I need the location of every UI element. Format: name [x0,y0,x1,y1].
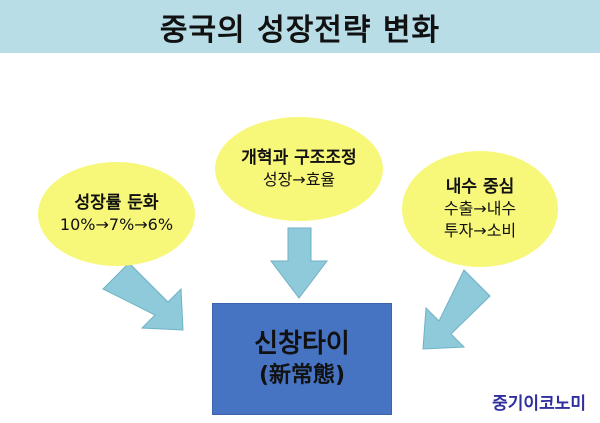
title-banner: 중국의 성장전략 변화 [0,0,600,53]
ellipse-reform: 개혁과 구조조정 성장→효율 [215,117,383,221]
new-normal-hanja: (新常態) [258,363,346,388]
domestic-detail-1: 수출→내수 [443,199,517,218]
page-title: 중국의 성장전략 변화 [159,12,441,48]
growth-heading: 성장률 둔화 [74,193,159,213]
ellipse-domestic-demand: 내수 중심 수출→내수 투자→소비 [402,151,558,267]
reform-detail: 성장→효율 [262,170,336,189]
arrow-right [422,269,491,350]
new-normal-box: 신창타이 (新常態) [212,303,392,415]
brand-logo-text: 중기이코노미 [492,394,586,414]
new-normal-label: 신창타이 [254,329,350,359]
reform-heading: 개혁과 구조조정 [241,148,357,168]
domestic-heading: 내수 중심 [445,177,515,197]
growth-detail: 10%→7%→6% [59,215,174,234]
arrow-center [269,227,329,299]
ellipse-growth-slowdown: 성장률 둔화 10%→7%→6% [38,162,195,266]
domestic-detail-2: 투자→소비 [443,221,517,240]
arrow-left [102,262,184,331]
